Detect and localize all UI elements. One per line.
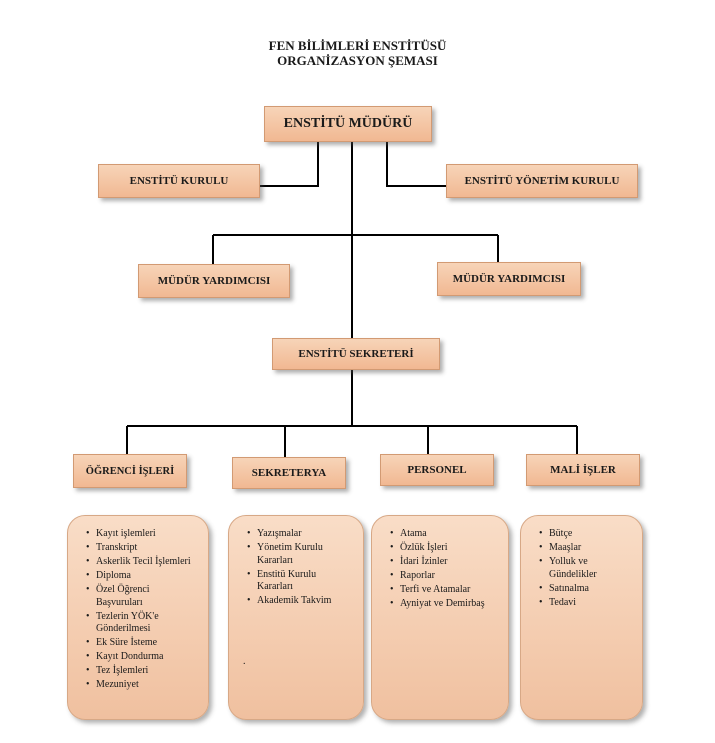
duty-item: Akademik Takvim (245, 595, 351, 608)
duty-item: Tedavi (537, 597, 632, 610)
duty-item: İdari İzinler (388, 556, 496, 569)
duty-item: Transkript (84, 542, 196, 555)
node-assistant-right: MÜDÜR YARDIMCISI (437, 262, 581, 296)
duty-item: Enstitü Kurulu Kararları (245, 569, 351, 594)
chart-title-line1: FEN BİLİMLERİ ENSTİTÜSÜ (268, 38, 447, 53)
node-assistant-left: MÜDÜR YARDIMCISI (138, 264, 290, 298)
node-council: ENSTİTÜ KURULU (98, 164, 260, 198)
node-dept-secretariat: SEKRETERYA (232, 457, 346, 489)
duty-item: Diploma (84, 570, 196, 583)
node-board-label: ENSTİTÜ YÖNETİM KURULU (464, 175, 620, 187)
node-dept-finance: MALİ İŞLER (526, 454, 640, 486)
duty-item: Ek Süre İsteme (84, 637, 196, 650)
duty-item: Kayıt işlemleri (84, 528, 196, 541)
node-director: ENSTİTÜ MÜDÜRÜ (264, 106, 432, 142)
duty-item: Yönetim Kurulu Kararları (245, 542, 351, 567)
duty-item: Terfi ve Atamalar (388, 584, 496, 597)
duty-item: Ayniyat ve Demirbaş (388, 598, 496, 611)
stray-mark: . (243, 656, 246, 667)
duty-item: Atama (388, 528, 496, 541)
duty-item: Raporlar (388, 570, 496, 583)
council-connector (258, 140, 319, 187)
node-dept-personnel: PERSONEL (380, 454, 494, 486)
node-council-label: ENSTİTÜ KURULU (129, 175, 229, 187)
duty-item: Yazışmalar (245, 528, 351, 541)
node-assistant-right-label: MÜDÜR YARDIMCISI (452, 273, 566, 285)
duty-item: Bütçe (537, 528, 632, 541)
duty-item: Özel Öğrenci Başvuruları (84, 584, 196, 609)
duty-item: Özlük İşleri (388, 542, 496, 555)
duty-item: Kayıt Dondurma (84, 651, 196, 664)
node-secretary: ENSTİTÜ SEKRETERİ (272, 338, 440, 370)
dept-name: ÖĞRENCİ İŞLERİ (85, 465, 175, 477)
duties-panel-personnel: Atama Özlük İşleri İdari İzinler Raporla… (371, 515, 509, 720)
node-board: ENSTİTÜ YÖNETİM KURULU (446, 164, 638, 198)
board-connector (386, 140, 446, 187)
node-dept-student-affairs: ÖĞRENCİ İŞLERİ (73, 454, 187, 488)
duty-item: Satınalma (537, 583, 632, 596)
dept-name: SEKRETERYA (251, 467, 327, 479)
duty-item: Tez İşlemleri (84, 665, 196, 678)
dept-name: MALİ İŞLER (550, 464, 616, 476)
duty-item: Yolluk ve Gündelikler (537, 556, 632, 581)
duties-panel-student-affairs: Kayıt işlemleri Transkript Askerlik Teci… (67, 515, 209, 720)
duty-item: Tezlerin YÖK'e Gönderilmesi (84, 611, 196, 636)
duty-item: Mezuniyet (84, 679, 196, 692)
node-director-label: ENSTİTÜ MÜDÜRÜ (283, 116, 413, 131)
duty-item: Askerlik Tecil İşlemleri (84, 556, 196, 569)
duties-panel-finance: Bütçe Maaşlar Yolluk ve Gündelikler Satı… (520, 515, 643, 720)
duty-item: Maaşlar (537, 542, 632, 555)
dept-name: PERSONEL (407, 464, 467, 476)
duties-panel-secretariat: Yazışmalar Yönetim Kurulu Kararları Enst… (228, 515, 364, 720)
node-secretary-label: ENSTİTÜ SEKRETERİ (298, 348, 414, 360)
node-assistant-left-label: MÜDÜR YARDIMCISI (157, 275, 271, 287)
chart-title-line2: ORGANİZASYON ŞEMASI (277, 53, 438, 68)
